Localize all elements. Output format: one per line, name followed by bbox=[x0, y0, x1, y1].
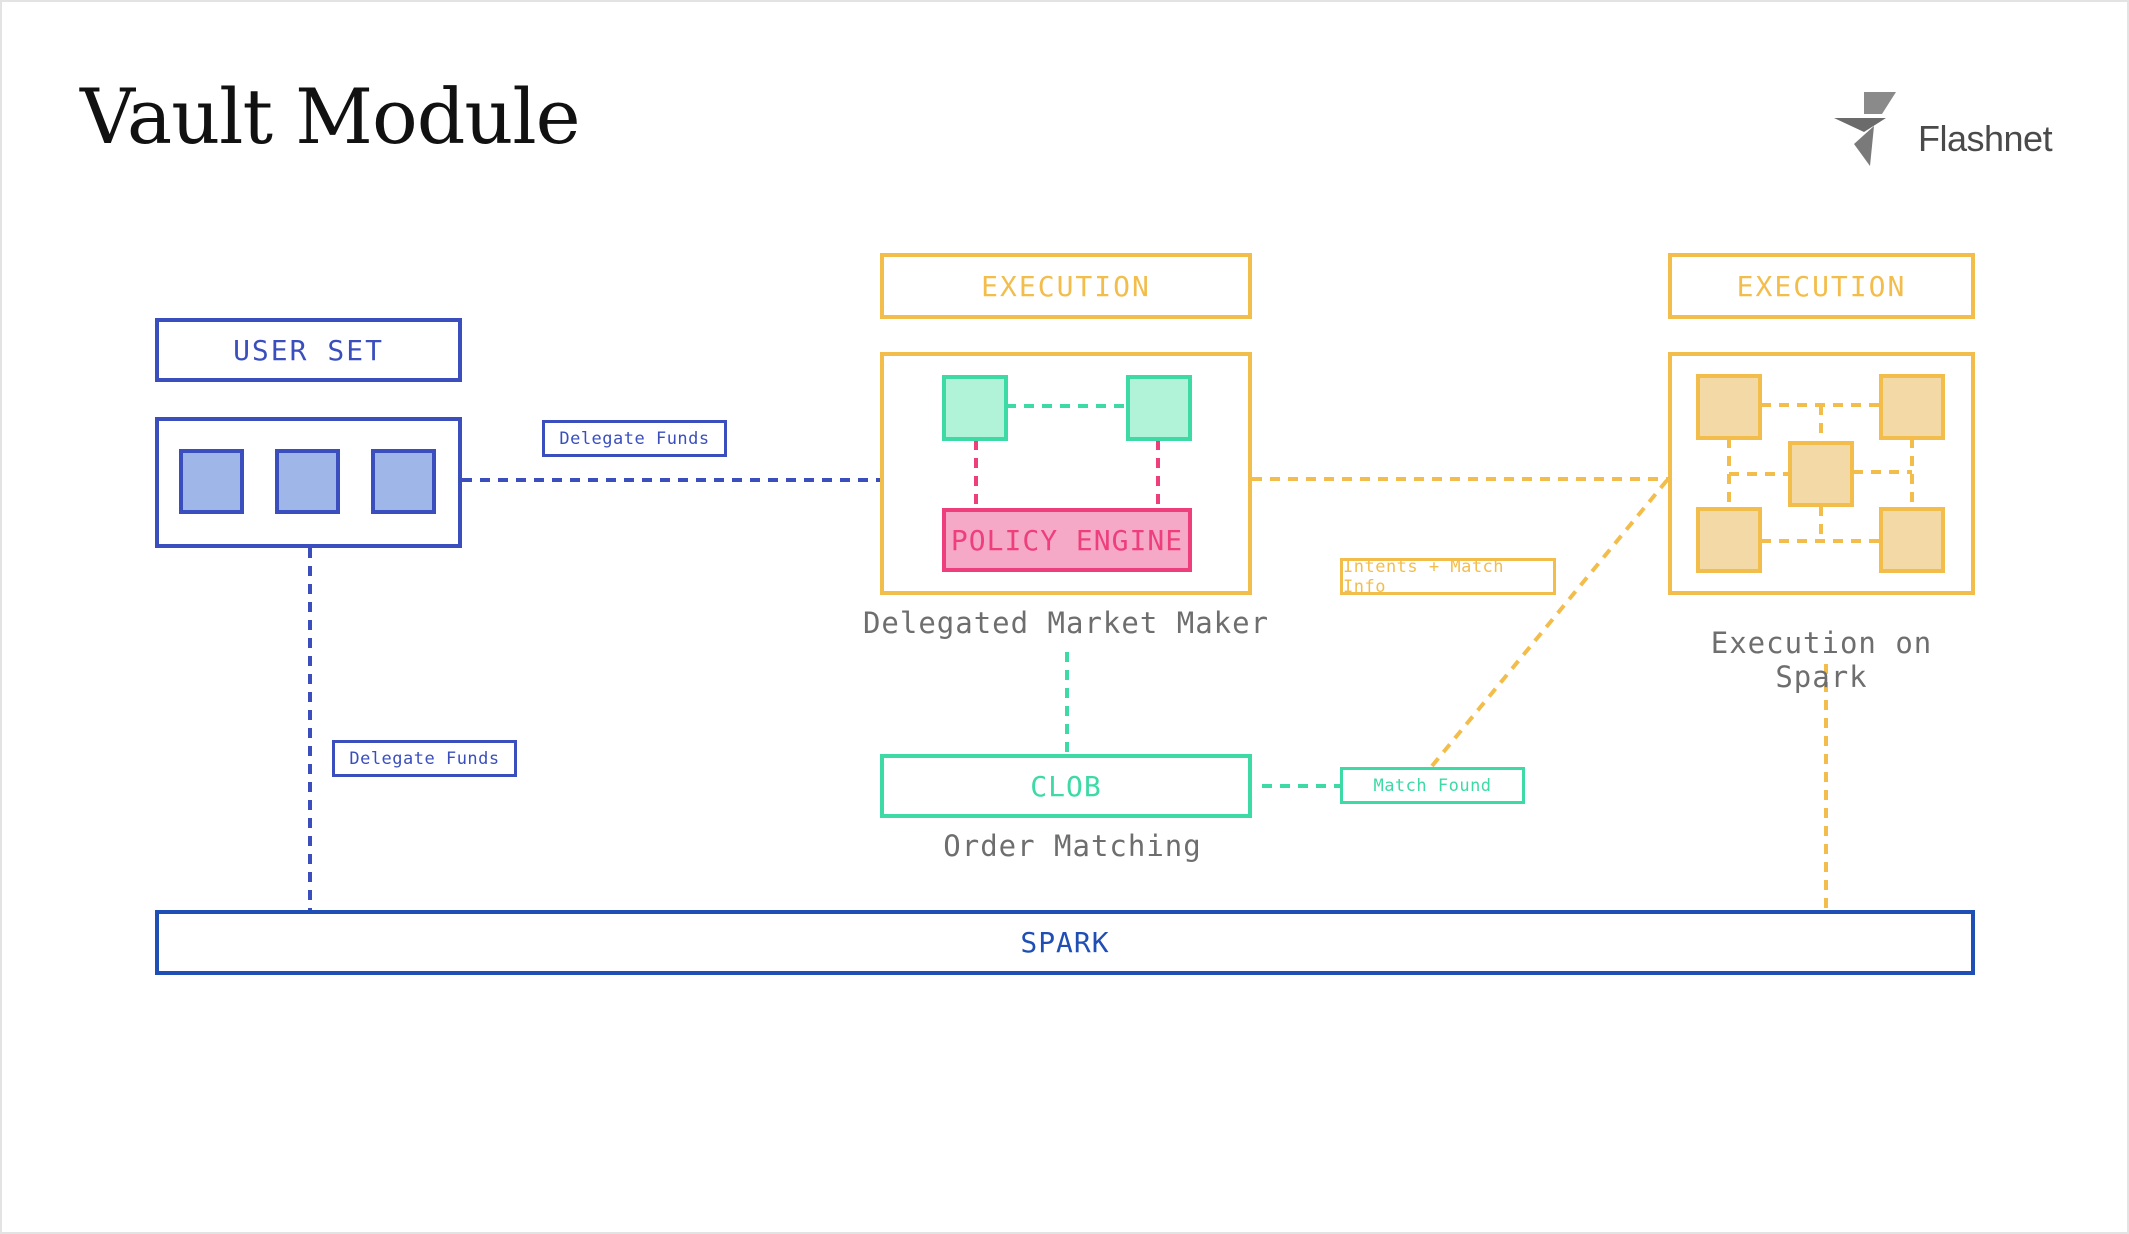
spark-execution-caption: Execution on Spark bbox=[1710, 626, 1933, 694]
brand-name: Flashnet bbox=[1918, 118, 2053, 159]
spark-execution-label-box: EXECUTION bbox=[1668, 253, 1975, 319]
user-node bbox=[275, 449, 340, 514]
intents-match-info-label: Intents + Match Info bbox=[1343, 556, 1505, 597]
user-set-container bbox=[155, 417, 462, 548]
spark-label: SPARK bbox=[1020, 926, 1110, 959]
policy-engine-box: POLICY ENGINE bbox=[942, 508, 1192, 572]
match-found-label-box: Match Found bbox=[1340, 767, 1525, 804]
spark-box: SPARK bbox=[155, 910, 1975, 975]
mm-node-right bbox=[1126, 375, 1192, 441]
clob-box: CLOB bbox=[880, 754, 1252, 818]
mm-execution-label-box: EXECUTION bbox=[880, 253, 1252, 319]
intents-diagonal-connector bbox=[1430, 477, 1670, 768]
delegate-funds-left-label-box: Delegate Funds bbox=[332, 740, 517, 777]
policy-engine-label: POLICY ENGINE bbox=[950, 523, 1184, 557]
user-set-label: USER SET bbox=[233, 333, 384, 367]
mm-container bbox=[880, 352, 1252, 595]
clob-label: CLOB bbox=[1030, 769, 1102, 803]
page-title: Vault Module bbox=[80, 72, 581, 161]
match-found-label: Match Found bbox=[1373, 775, 1492, 796]
user-node bbox=[371, 449, 436, 514]
user-node bbox=[179, 449, 244, 514]
user-set-label-box: USER SET bbox=[155, 318, 462, 382]
spark-execution-container bbox=[1668, 352, 1975, 595]
lightning-bolt-logo-icon bbox=[1834, 92, 1896, 166]
mm-execution-label: EXECUTION bbox=[981, 269, 1151, 303]
intents-match-info-label-box: Intents + Match Info bbox=[1340, 556, 1556, 597]
delegate-funds-top-label-box: Delegate Funds bbox=[542, 420, 727, 457]
spark-execution-label: EXECUTION bbox=[1736, 269, 1907, 303]
spark-node bbox=[1696, 507, 1762, 573]
spark-node bbox=[1879, 507, 1945, 573]
mm-caption: Delegated Market Maker bbox=[862, 606, 1270, 640]
spark-node bbox=[1879, 374, 1945, 440]
clob-caption: Order Matching bbox=[943, 829, 1202, 863]
spark-node bbox=[1696, 374, 1762, 440]
delegate-funds-top-label: Delegate Funds bbox=[559, 428, 710, 449]
mm-node-left bbox=[942, 375, 1008, 441]
delegate-funds-left-label: Delegate Funds bbox=[349, 748, 500, 769]
spark-node bbox=[1788, 441, 1854, 507]
